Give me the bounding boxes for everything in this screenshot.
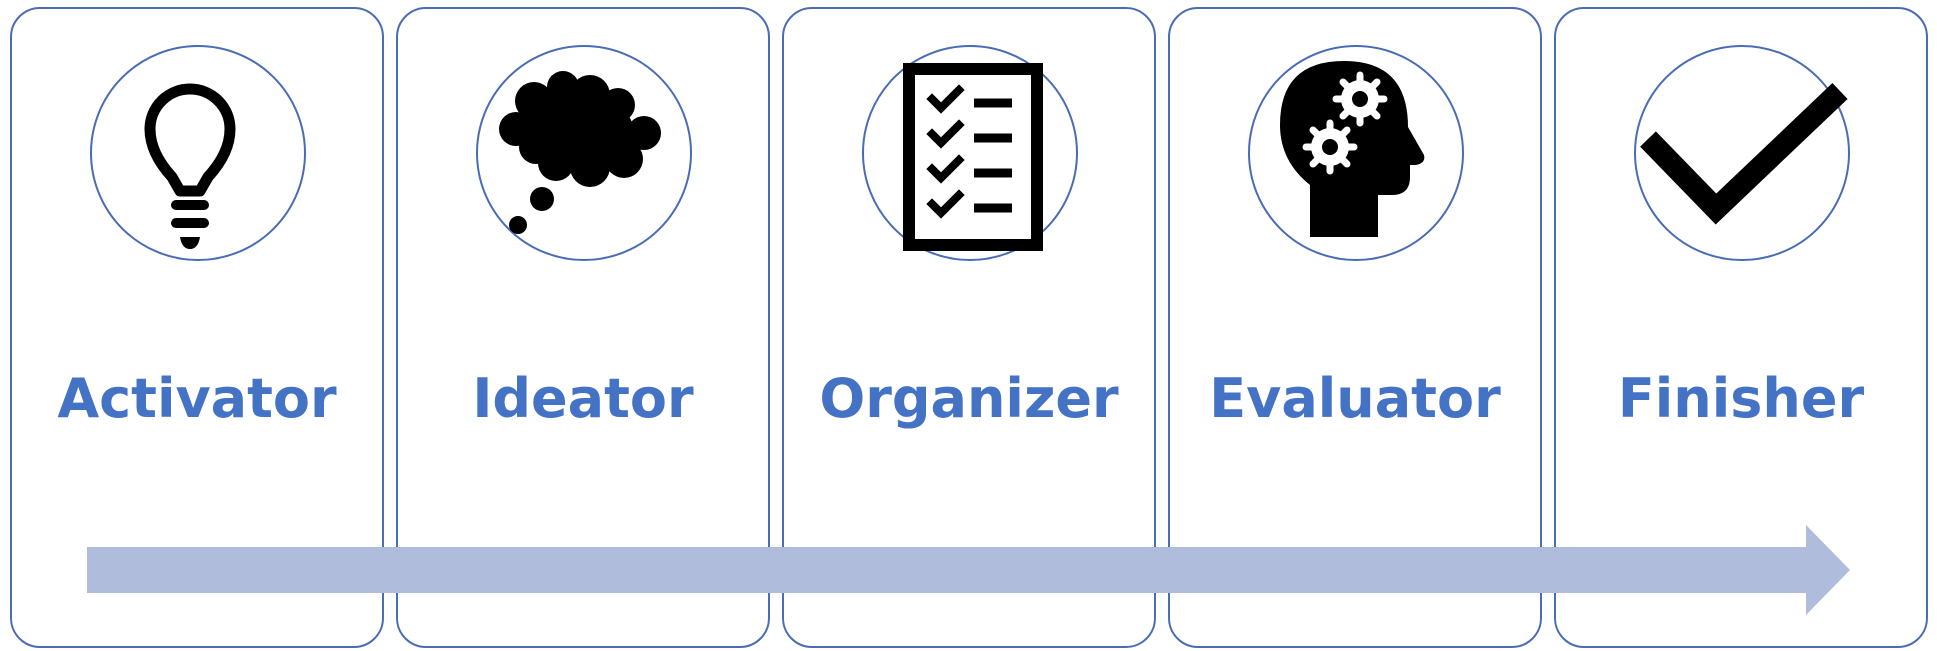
stage-label: Evaluator xyxy=(1209,367,1501,430)
stage-card-ideator: Ideator xyxy=(396,7,770,648)
stage-label: Activator xyxy=(57,367,337,430)
stage-label: Organizer xyxy=(819,367,1119,430)
stage-card-organizer: Organizer xyxy=(782,7,1156,648)
thought-cloud-icon xyxy=(499,71,661,234)
icon-circle xyxy=(1248,45,1464,261)
head-gears-icon xyxy=(1280,61,1425,237)
checkmark-icon xyxy=(1640,83,1848,225)
icon-circle xyxy=(90,45,306,261)
lightbulb-icon xyxy=(144,83,236,249)
stage-card-finisher: Finisher xyxy=(1554,7,1928,648)
checklist-icon xyxy=(903,63,1043,251)
icon-circle xyxy=(1634,45,1850,261)
icon-circle xyxy=(476,45,692,261)
stage-card-evaluator: Evaluator xyxy=(1168,7,1542,648)
icon-circle xyxy=(862,45,1078,261)
stage-card-activator: Activator xyxy=(10,7,384,648)
stage-label: Finisher xyxy=(1617,367,1865,430)
stage-label: Ideator xyxy=(472,367,694,430)
